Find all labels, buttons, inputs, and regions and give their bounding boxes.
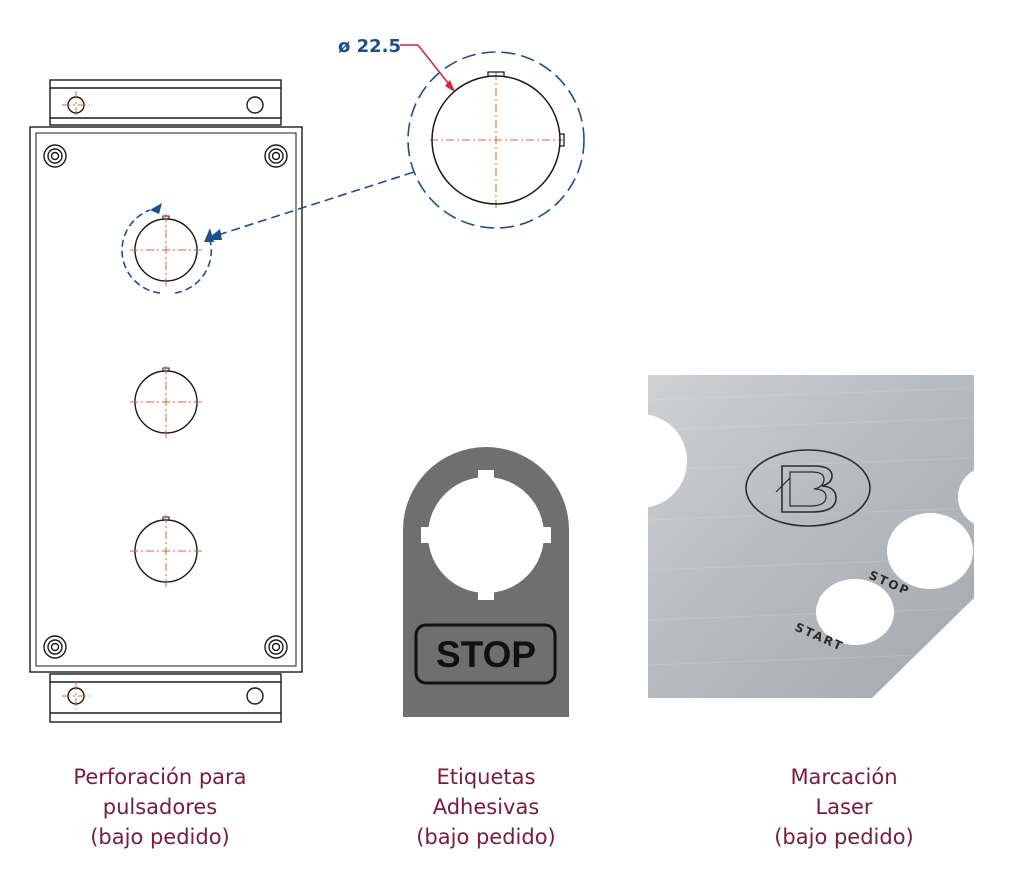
caption-line: Laser: [815, 795, 873, 819]
screw: [43, 635, 67, 659]
sticker-stop-text: STOP: [436, 634, 536, 675]
detail-leader: [217, 171, 415, 236]
sticker-label-frame: [414, 623, 557, 685]
plate-hole: [958, 467, 1018, 527]
caption-perforation: Perforación para pulsadores (bajo pedido…: [40, 762, 280, 852]
detail-outline: [407, 51, 585, 229]
caption-line: Perforación para: [73, 765, 247, 789]
top-mounting-flange: [49, 79, 282, 126]
caption-line: Marcación: [790, 765, 898, 789]
bottom-mounting-flange: [49, 673, 282, 723]
arrow-head: [206, 229, 222, 240]
screw: [43, 144, 67, 168]
screw: [264, 144, 288, 168]
dimension-leader: [417, 44, 453, 89]
caption-stickers: Etiquetas Adhesivas (bajo pedido): [376, 762, 596, 852]
detail-view: [407, 51, 585, 229]
caption-line: pulsadores: [102, 795, 218, 819]
stop-sticker: STOP: [403, 447, 569, 717]
screw: [264, 635, 288, 659]
enclosure-body: [29, 126, 303, 673]
caption-line: (bajo pedido): [416, 825, 556, 849]
caption-line: (bajo pedido): [774, 825, 914, 849]
caption-laser: Marcación Laser (bajo pedido): [734, 762, 954, 852]
caption-line: Etiquetas: [436, 765, 536, 789]
enclosure-drawing: [29, 79, 303, 723]
caption-line: (bajo pedido): [90, 825, 230, 849]
detail-hole: [431, 75, 561, 205]
arrow-head: [150, 203, 162, 214]
rotation-arrows: [121, 209, 213, 294]
center-marks: [62, 72, 563, 710]
plate-hole: [816, 579, 894, 645]
flange-hole: [246, 96, 264, 114]
flange-hole: [246, 687, 264, 705]
plate-hole: [887, 513, 973, 589]
caption-line: Adhesivas: [432, 795, 540, 819]
logo-engraving: [745, 449, 871, 527]
arrow-head: [445, 80, 455, 92]
plate-hole: [593, 414, 687, 508]
laser-plate: STOP START: [593, 375, 1018, 698]
diameter-label: ø 22.5: [338, 36, 401, 57]
